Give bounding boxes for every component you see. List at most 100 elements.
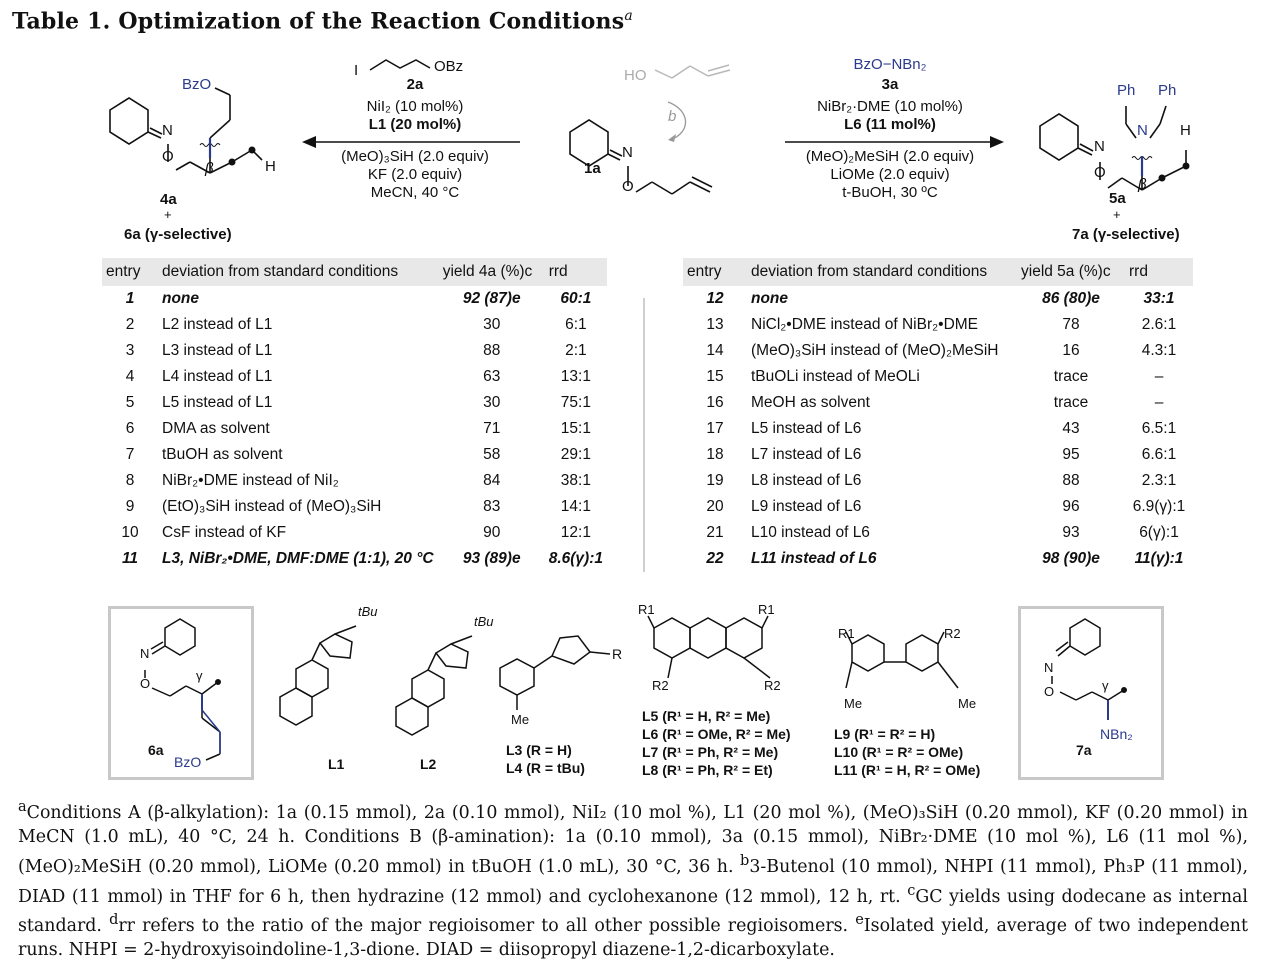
reagent-3a-label: 3a <box>881 76 899 93</box>
label-l11: L11 (R¹ = H, R² = OMe) <box>834 762 981 778</box>
entry-cell: 8 <box>125 472 135 489</box>
entry-cell: 9 <box>125 498 135 515</box>
rr-cell: 11(γ):1 <box>1134 550 1184 567</box>
entry-cell: 4 <box>125 368 135 385</box>
r2-phen-right: R2 <box>764 678 781 693</box>
yield-cell: 88 <box>1062 472 1080 489</box>
yield-cell: 86 (80)e <box>1042 290 1100 307</box>
yield-cell: 83 <box>483 498 501 515</box>
yield-cell: 63 <box>483 368 501 385</box>
tbu-l2: tBu <box>474 614 494 629</box>
deviation-cell: tBuOLi instead of MeOLi <box>751 368 920 385</box>
entry-cell: 11 <box>121 550 139 567</box>
right-results-table: entry deviation from standard conditions… <box>683 258 1193 572</box>
scheme-structures <box>109 59 1190 195</box>
rr-cell: 6.6:1 <box>1141 446 1177 463</box>
yield-cell: 43 <box>1062 420 1080 437</box>
right-table-header: entry deviation from standard conditions… <box>683 258 1193 286</box>
entry-cell: 16 <box>706 394 724 411</box>
yield-cell: 92 (87)e <box>462 290 521 307</box>
deviation-cell: tBuOH as solvent <box>162 446 283 463</box>
rr-cell: 15:1 <box>560 420 591 437</box>
arrow-b-label: b <box>668 108 677 125</box>
tbu-l1: tBu <box>358 604 378 619</box>
rr-cell: 33:1 <box>1143 290 1175 307</box>
o-label-5a: O <box>1094 164 1106 181</box>
yield-cell: 90 <box>483 524 501 541</box>
n-label-5a: N <box>1094 138 1105 155</box>
ligand-panel: N O γ 6a BzO tBu L1 tBu L2 R Me L3 (R = … <box>0 598 1270 783</box>
o-label: O <box>162 148 174 165</box>
obz-label: OBz <box>434 58 464 75</box>
entry-cell: 19 <box>706 472 724 489</box>
deviation-cell: L2 instead of L1 <box>162 316 273 333</box>
entry-cell: 22 <box>706 550 724 567</box>
r1-phen-left: R1 <box>638 602 655 617</box>
ligand-structures <box>144 615 1127 761</box>
deviation-cell: L10 instead of L6 <box>751 524 870 541</box>
deviation-cell: MeOH as solvent <box>751 394 870 411</box>
label-7a: 7a <box>1076 742 1092 758</box>
me-l34: Me <box>511 712 530 727</box>
r1-bipy: R1 <box>838 626 855 641</box>
entry-cell: 2 <box>125 316 135 333</box>
left-conditions-top: NiI₂ (10 mol%) L1 (20 mol%) <box>366 98 464 133</box>
entry-cell: 6 <box>125 420 135 437</box>
rr-cell: 4.3:1 <box>1141 342 1177 359</box>
byproduct-7a-label: 7a (γ-selective) <box>1072 226 1180 243</box>
yield-cell: 96 <box>1062 498 1080 515</box>
entry-cell: 7 <box>125 446 135 463</box>
footnote-e: Isolated yield, average of two independe… <box>18 916 1248 961</box>
rr-cell: – <box>1154 394 1164 411</box>
plus-left: + <box>164 207 172 222</box>
r-l34: R <box>612 646 623 662</box>
yield-cell: 88 <box>483 342 501 359</box>
yield-cell: 78 <box>1062 316 1080 333</box>
left-conditions-bottom: (MeO)₃SiH (2.0 equiv) KF (2.0 equiv) MeC… <box>341 148 489 201</box>
footnote-a: Conditions A (β-alkylation): 1a (0.15 mm… <box>18 802 1248 877</box>
deviation-cell: DMA as solvent <box>162 420 270 437</box>
entry-cell: 3 <box>125 342 135 359</box>
entry-cell: 10 <box>121 524 139 541</box>
entry-cell: 18 <box>706 446 724 463</box>
deviation-cell: (EtO)₃SiH instead of (MeO)₃SiH <box>162 498 382 515</box>
footnote-b: 3-Butenol (10 mmol), NHPI (11 mmol), Ph₃… <box>18 856 1248 907</box>
rr-cell: 6:1 <box>565 316 587 333</box>
rr-cell: 12:1 <box>560 524 591 541</box>
right-conditions-bottom: (MeO)₂MeSiH (2.0 equiv) LiOMe (2.0 equiv… <box>805 148 975 201</box>
footnote-c: GC yields using dodecane as internal sta… <box>18 886 1248 937</box>
deviation-cell: none <box>162 290 200 307</box>
header-yield: yield 5a (%)c <box>1017 258 1125 286</box>
yield-cell: 30 <box>483 394 501 411</box>
rr-cell: 29:1 <box>560 446 591 463</box>
reagent-3a-formula: BzO−NBn₂ <box>853 56 927 73</box>
rr-cell: 75:1 <box>560 394 591 411</box>
deviation-cell: L7 instead of L6 <box>751 446 862 463</box>
header-deviation: deviation from standard conditions <box>747 258 1017 286</box>
product-5a-label: 5a <box>1109 190 1126 207</box>
deviation-cell: L5 instead of L6 <box>751 420 862 437</box>
entry-cell: 14 <box>706 342 724 359</box>
nbn2-7a: NBn₂ <box>1100 726 1133 742</box>
me-bipy-left: Me <box>844 696 863 711</box>
rr-cell: 60:1 <box>560 290 592 307</box>
yield-cell: 30 <box>483 316 501 333</box>
deviation-cell: NiCl₂•DME instead of NiBr₂•DME <box>751 316 979 333</box>
n-label: N <box>162 122 173 139</box>
byproduct-6a-label: 6a (γ-selective) <box>124 226 232 243</box>
gamma-6a: γ <box>196 668 203 683</box>
plus-right: + <box>1113 207 1121 222</box>
table-separator <box>643 298 645 572</box>
